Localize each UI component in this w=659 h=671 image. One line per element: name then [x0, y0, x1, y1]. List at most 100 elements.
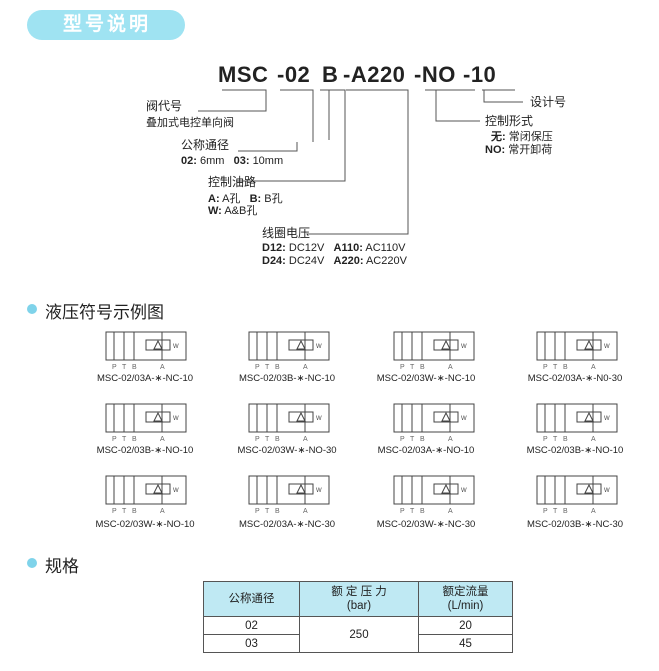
port-label: B	[420, 436, 425, 443]
port-label: A	[448, 436, 453, 443]
port-label: B	[420, 508, 425, 515]
symbol-caption: MSC-02/03B-∗-NO-10	[96, 445, 194, 456]
spec-table: 公称通径 额 定 压 力(bar) 额定流量(L/min) 02 250 20 …	[203, 581, 513, 653]
coil-title: 线圈电压	[262, 226, 311, 240]
port-label: A	[591, 508, 596, 515]
symbol-caption: MSC-02/03W-∗-NO-30	[237, 445, 337, 456]
manifold-block	[248, 475, 330, 505]
port-label: A	[303, 364, 308, 371]
spec-flow-cell: 45	[418, 634, 513, 653]
valve-code-title: 阀代号	[146, 99, 183, 113]
port-label: T	[410, 436, 415, 443]
model-part-control: -NO	[414, 62, 456, 87]
section-bullet-icon	[27, 558, 37, 568]
symbol-caption: MSC-02/03W-∗-NC-30	[376, 519, 476, 530]
symbol-caption: MSC-02/03B-∗-NC-10	[238, 373, 336, 384]
check-valve-icon	[296, 483, 306, 494]
port-label: P	[543, 436, 548, 443]
solenoid-label: W	[604, 416, 610, 422]
symbol-caption: MSC-02/03B-∗-NO-10	[526, 445, 624, 456]
port-label: T	[410, 508, 415, 515]
spec-flow-cell: 20	[418, 616, 513, 635]
port-label: B	[563, 364, 568, 371]
check-valve-icon	[153, 483, 163, 494]
spec-pressure-cell: 250	[299, 616, 419, 653]
port-label: T	[265, 508, 270, 515]
manifold-block	[105, 475, 187, 505]
port-label: T	[553, 364, 558, 371]
port-label: P	[400, 508, 405, 515]
solenoid-label: W	[604, 488, 610, 494]
spec-header-flow: 额定流量(L/min)	[418, 581, 513, 617]
symbol-caption: MSC-02/03W-∗-NO-10	[95, 519, 195, 530]
symbols-section-title: 液压符号示例图	[45, 303, 164, 322]
port-label: P	[543, 364, 548, 371]
manifold-block	[536, 331, 618, 361]
solenoid-label: W	[316, 344, 322, 350]
port-label: T	[553, 436, 558, 443]
solenoid-label: W	[461, 416, 467, 422]
port-label: P	[112, 364, 117, 371]
model-part-oil: B	[322, 62, 339, 87]
port-label: A	[303, 508, 308, 515]
coil-options-row2: D24: DC24V A220: AC220V	[262, 255, 407, 267]
manifold-block	[248, 403, 330, 433]
size-title: 公称通径	[181, 138, 230, 152]
port-label: T	[122, 436, 127, 443]
solenoid-label: W	[173, 416, 179, 422]
port-label: A	[448, 508, 453, 515]
manifold-block	[248, 331, 330, 361]
symbol-caption: MSC-02/03W-∗-NC-10	[376, 373, 476, 384]
port-label: A	[160, 364, 165, 371]
manifold-block	[536, 475, 618, 505]
port-label: B	[275, 508, 280, 515]
check-valve-icon	[296, 339, 306, 350]
leader-lines	[198, 89, 523, 235]
oil-options-w: W: A&B孔	[208, 205, 258, 217]
solenoid-label: W	[173, 344, 179, 350]
port-label: A	[160, 436, 165, 443]
manifold-block	[105, 403, 187, 433]
spec-size-cell: 02	[203, 616, 300, 635]
table-row: 03 45	[203, 634, 513, 653]
port-label: T	[265, 364, 270, 371]
check-valve-icon	[584, 483, 594, 494]
port-label: B	[132, 364, 137, 371]
check-valve-icon	[441, 483, 451, 494]
model-part-design: -10	[463, 62, 497, 87]
oil-options-ab: A: A孔 B: B孔	[208, 193, 283, 205]
port-label: A	[303, 436, 308, 443]
port-label: B	[563, 508, 568, 515]
spec-section-title: 规格	[45, 557, 79, 576]
spec-header-size: 公称通径	[203, 581, 300, 617]
port-label: B	[563, 436, 568, 443]
coil-options-row1: D12: DC12V A110: AC110V	[262, 242, 406, 254]
symbol-caption: MSC-02/03A-∗-NO-10	[377, 445, 475, 456]
manifold-block	[393, 475, 475, 505]
model-part-coil: -A220	[343, 62, 406, 87]
design-title: 设计号	[530, 95, 567, 109]
control-title: 控制形式	[485, 114, 534, 128]
model-part-size: -02	[277, 62, 311, 87]
symbol-caption: MSC-02/03A-∗-N0-30	[527, 373, 623, 384]
port-label: T	[553, 508, 558, 515]
port-label: P	[255, 436, 260, 443]
check-valve-icon	[584, 411, 594, 422]
manifold-block	[105, 331, 187, 361]
check-valve-icon	[441, 411, 451, 422]
size-options: 02: 6mm 03: 10mm	[181, 155, 284, 167]
solenoid-label: W	[461, 488, 467, 494]
section-banner: 型号说明	[27, 10, 185, 40]
solenoid-label: W	[316, 488, 322, 494]
port-label: A	[591, 364, 596, 371]
control-none: 无: 常闭保压	[491, 131, 553, 143]
port-label: B	[420, 364, 425, 371]
model-part-msc: MSC	[218, 62, 269, 87]
